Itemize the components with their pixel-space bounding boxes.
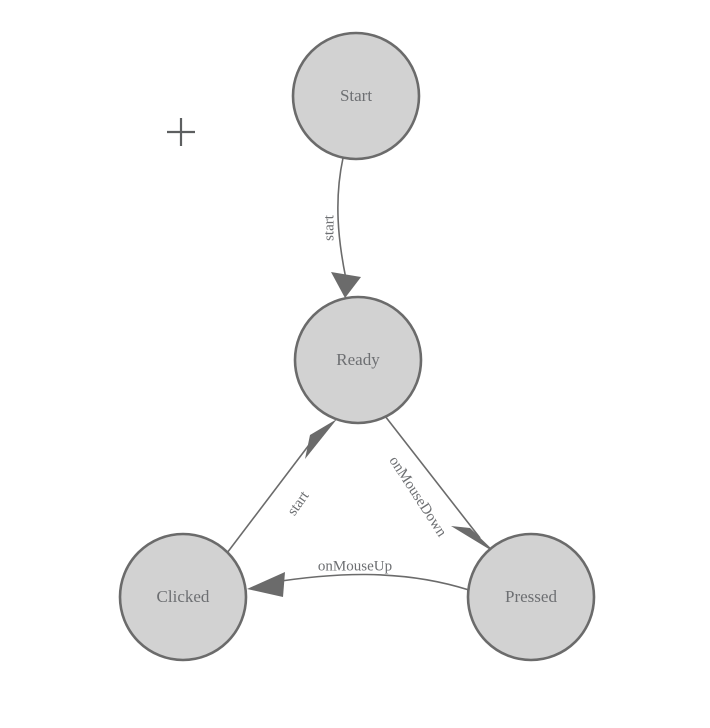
edge-label-clicked-to-ready: start bbox=[285, 488, 313, 519]
node-ready[interactable]: Ready bbox=[293, 295, 423, 425]
edge-pressed-to-clicked-arrowhead bbox=[247, 572, 285, 597]
node-start[interactable]: Start bbox=[291, 31, 421, 161]
node-pressed-circle[interactable] bbox=[466, 532, 596, 662]
node-ready-circle[interactable] bbox=[293, 295, 423, 425]
edge-start-to-ready[interactable]: start bbox=[321, 157, 361, 298]
node-start-circle[interactable] bbox=[291, 31, 421, 161]
crosshair-icon bbox=[167, 118, 195, 146]
edge-label-start-to-ready: start bbox=[321, 214, 337, 241]
node-pressed[interactable]: Pressed bbox=[466, 532, 596, 662]
node-clicked[interactable]: Clicked bbox=[118, 532, 248, 662]
edge-label-ready-to-pressed: onMouseDown bbox=[386, 454, 450, 541]
edge-ready-to-pressed-arrowhead bbox=[451, 526, 497, 554]
node-clicked-circle[interactable] bbox=[118, 532, 248, 662]
edge-pressed-to-clicked-path bbox=[267, 573, 470, 591]
edge-clicked-to-ready[interactable]: start bbox=[226, 419, 337, 554]
edge-ready-to-pressed-path bbox=[384, 415, 481, 539]
edge-label-pressed-to-clicked: onMouseUp bbox=[318, 558, 392, 574]
edge-clicked-to-ready-arrowhead bbox=[305, 419, 337, 459]
edge-start-to-ready-path bbox=[337, 157, 347, 280]
edge-clicked-to-ready-path bbox=[226, 436, 316, 554]
edge-start-to-ready-arrowhead bbox=[331, 272, 361, 298]
edge-pressed-to-clicked[interactable]: onMouseUp bbox=[247, 558, 470, 597]
edge-ready-to-pressed[interactable]: onMouseDown bbox=[384, 415, 497, 554]
